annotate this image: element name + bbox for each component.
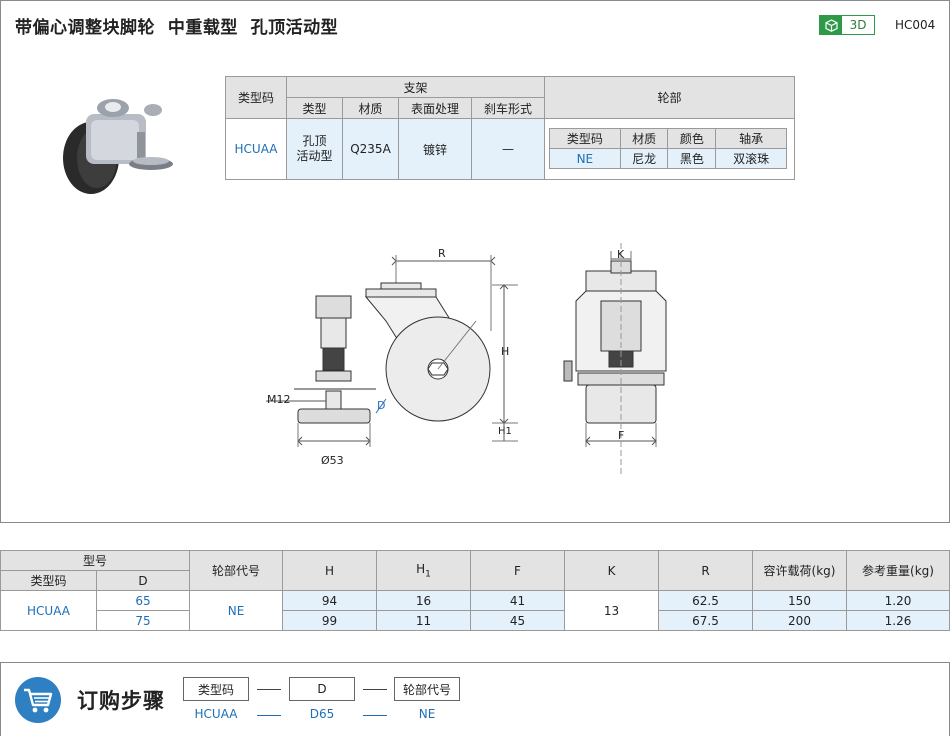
dim-H1-value: 11 [376,610,471,631]
dim-head-model: 型号 [0,550,190,571]
dim-head-F: F [470,550,565,591]
spec-type-code-value: HCUAA [225,118,287,180]
order-value-type-code: HCUAA [194,707,238,721]
dim-head-weight: 参考重量(kg) [846,550,950,591]
order-step-wheel-code: 轮部代号 [394,677,460,701]
dim-M12-label: M12 [267,393,291,406]
spec-head-type: 类型 [286,97,343,119]
order-step-type-code: 类型码 [183,677,249,701]
dim-weight-value: 1.20 [846,590,950,611]
spec-head-material: 材质 [342,97,399,119]
product-panel: 带偏心调整块脚轮 中重载型 孔顶活动型 3D HC004 [0,0,950,523]
dim-R-value: 67.5 [658,610,753,631]
dim-H-value: 99 [282,610,377,631]
wheel-material-value: 尼龙 [619,148,669,169]
dim-F-label: F [618,429,625,442]
spec-material-value: Q235A [342,118,399,180]
wheel-head-bearing: 轴承 [715,128,787,149]
dim-K-label: K [617,248,625,261]
order-connector [257,715,281,716]
order-connector [363,715,387,716]
dimension-table: 型号 轮部代号 H H1 F K R 容许载荷(kg) 参考重量(kg) 类型码… [0,550,950,631]
dim-R-value: 62.5 [658,590,753,611]
3d-label: 3D [849,18,867,32]
dim-head-D: D [96,570,190,591]
dim-D-label: D [377,399,386,412]
shopping-cart-icon [15,677,61,723]
spec-head-brake: 刹车形式 [471,97,545,119]
dim-R-label: R [438,247,446,260]
dim-D-value: 65 [96,590,190,611]
spec-head-wheel: 轮部 [544,76,795,119]
spec-table: 类型码 支架 轮部 类型 材质 表面处理 刹车形式 HCUAA 孔顶 活动型 Q… [225,76,795,180]
dim-load-value: 150 [752,590,847,611]
spec-surface-value: 镀锌 [398,118,472,180]
wheel-spec-table: 类型码 材质 颜色 轴承 NE 尼龙 黑色 双滚珠 [549,128,787,169]
dim-F-value: 41 [470,590,565,611]
spec-head-surface: 表面处理 [398,97,472,119]
spec-head-type-code: 类型码 [225,76,287,119]
dim-head-H1-main: H [416,561,426,576]
dim-head-H1-sub: 1 [425,569,431,580]
order-steps-panel: 订购步骤 类型码 D 轮部代号 HCUAA D65 NE [0,662,950,736]
dim-weight-value: 1.26 [846,610,950,631]
wheel-head-color: 颜色 [667,128,717,149]
product-photo [63,99,173,194]
dim-head-H1: H1 [376,550,471,591]
wheel-type-code-value: NE [549,148,621,169]
order-value-D: D65 [309,707,335,721]
dim-H1-label: H1 [498,426,512,437]
dim-type-code-value: HCUAA [0,590,97,631]
order-step-D: D [289,677,355,701]
dim-wheel-code-value: NE [189,590,283,631]
order-title: 订购步骤 [77,689,165,713]
spec-head-bracket: 支架 [286,76,545,98]
spec-type-value: 孔顶 活动型 [286,118,343,180]
dim-head-load: 容许载荷(kg) [752,550,847,591]
dim-head-R: R [658,550,753,591]
cube-icon [820,16,842,34]
table-row: HCUAA 65 NE 94 16 41 13 62.5 150 1.20 [0,590,950,631]
table-row: 75 99 11 45 67.5 200 1.26 [1,610,950,631]
order-connector [363,689,387,690]
spec-brake-value: — [471,118,545,180]
dim-d53-label: Ø53 [321,454,344,467]
dim-head-K: K [564,550,659,591]
wheel-head-type-code: 类型码 [549,128,621,149]
dim-load-value: 200 [752,610,847,631]
order-connector [257,689,281,690]
technical-drawing [266,243,667,476]
dim-head-wheel-code: 轮部代号 [189,550,283,591]
dim-head-type-code: 类型码 [0,570,97,591]
order-value-wheel-code: NE [418,707,436,721]
wheel-bearing-value: 双滚珠 [715,148,787,169]
page-title: 带偏心调整块脚轮 中重载型 孔顶活动型 [15,18,339,38]
dim-F-value: 45 [470,610,565,631]
wheel-head-material: 材质 [619,128,669,149]
dim-K-value: 13 [564,590,659,631]
dim-H1-value: 16 [376,590,471,611]
3d-model-button[interactable]: 3D [819,15,875,35]
product-code: HC004 [895,18,936,32]
dim-head-H: H [282,550,377,591]
dim-H-value: 94 [282,590,377,611]
dim-H-label: H [501,345,510,358]
wheel-color-value: 黑色 [667,148,717,169]
dim-D-value: 75 [96,610,190,631]
